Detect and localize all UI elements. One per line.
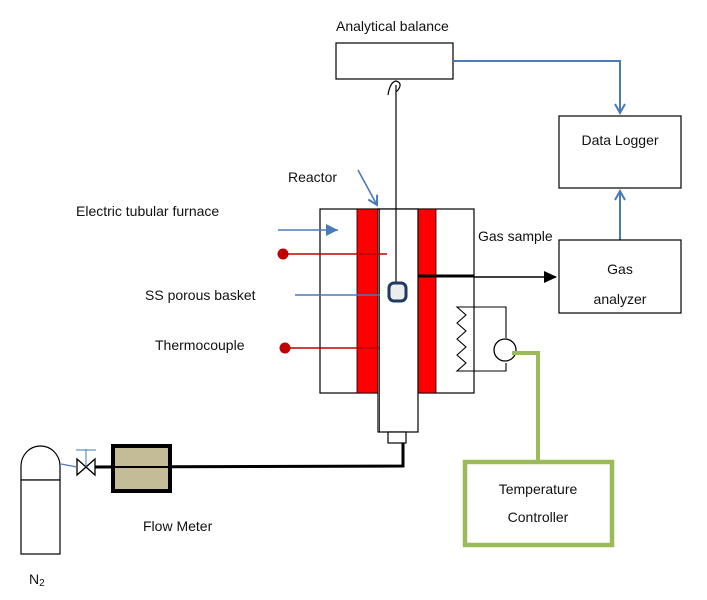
flow-meter-label: Flow Meter — [143, 518, 213, 534]
balance-signal-line — [453, 60, 620, 113]
hook-icon — [387, 80, 401, 96]
thermocouple-lower — [279, 342, 379, 354]
gas-analyzer: Gas analyzer — [558, 239, 682, 314]
n2-cylinder: N2 — [20, 445, 61, 589]
reactor-tube — [377, 208, 419, 444]
heater-left — [356, 208, 379, 394]
n2-label: N2 — [29, 571, 45, 589]
valve-icon — [60, 449, 96, 477]
flow-meter: Flow Meter — [111, 444, 213, 534]
data-logger: Data Logger — [558, 115, 682, 189]
furnace-label: Electric tubular furnace — [76, 203, 219, 219]
temperature-controller: Temperature Controller — [462, 459, 615, 548]
gas-feed-line — [94, 443, 405, 469]
gas-analyzer-label-line1: Gas — [607, 261, 633, 277]
ss-porous-basket — [387, 281, 408, 303]
heater-right — [417, 208, 437, 394]
analytical-balance: Analytical balance — [335, 18, 454, 80]
analytical-balance-label: Analytical balance — [336, 18, 449, 34]
thermocouple-label: Thermocouple — [155, 337, 245, 353]
heater-circuit — [455, 306, 517, 372]
connector-circle — [493, 338, 517, 362]
reactor-pointer-arrow — [357, 169, 377, 205]
thermocouple-upper — [277, 248, 387, 260]
resistor-icon — [455, 306, 467, 372]
temperature-controller-label-line2: Controller — [508, 509, 569, 525]
basket-label: SS porous basket — [145, 287, 256, 303]
data-logger-label: Data Logger — [581, 132, 658, 148]
temperature-controller-label-line1: Temperature — [499, 481, 578, 497]
controller-wire — [512, 351, 540, 464]
gas-analyzer-label-line2: analyzer — [594, 291, 647, 307]
reactor-label: Reactor — [288, 169, 337, 185]
gas-sample-label: Gas sample — [478, 228, 553, 244]
